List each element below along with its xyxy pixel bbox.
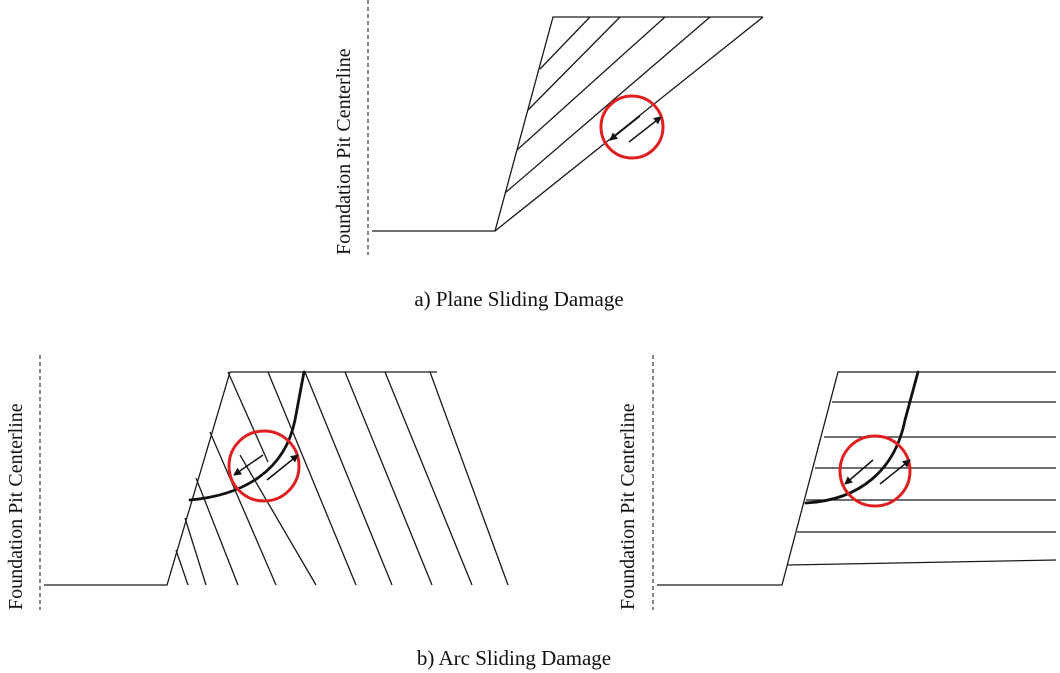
caption-arc: b) Arc Sliding Damage [417, 646, 611, 670]
slope-outline-b2 [657, 371, 1056, 586]
shear-arrow-right-b2 [879, 459, 911, 485]
layer-lines-b2 [787, 401, 1057, 566]
panel-arc-sliding-right: Foundation Pit Centerline [617, 355, 1057, 610]
caption-plane: a) Plane Sliding Damage [414, 287, 623, 311]
slip-arc-b2 [804, 370, 920, 505]
slope-outline-a [372, 16, 763, 232]
hatch-lines-b1 [175, 371, 509, 586]
slip-arc-b1 [188, 370, 306, 502]
hatch-lines-a [494, 16, 764, 232]
highlight-circle-b1 [227, 429, 301, 503]
highlight-circle-a [599, 94, 665, 160]
panel-arc-sliding-left: Foundation Pit Centerline [5, 355, 509, 610]
slope-outline-b1 [44, 371, 437, 586]
panel-plane-sliding: Foundation Pit Centerline a) Plane Slidi… [333, 0, 764, 311]
shear-arrow-left-b2 [844, 459, 874, 485]
shear-arrow-right-b1 [266, 454, 299, 481]
centerline-label-b2: Foundation Pit Centerline [617, 403, 639, 610]
shear-arrow-left-b1 [233, 454, 264, 476]
shear-arrow-right-a [628, 116, 662, 143]
shear-arrow-left-a [609, 115, 641, 141]
centerline-label-b1: Foundation Pit Centerline [5, 403, 27, 610]
highlight-circle-b2 [838, 434, 912, 508]
centerline-label-a: Foundation Pit Centerline [333, 48, 355, 255]
